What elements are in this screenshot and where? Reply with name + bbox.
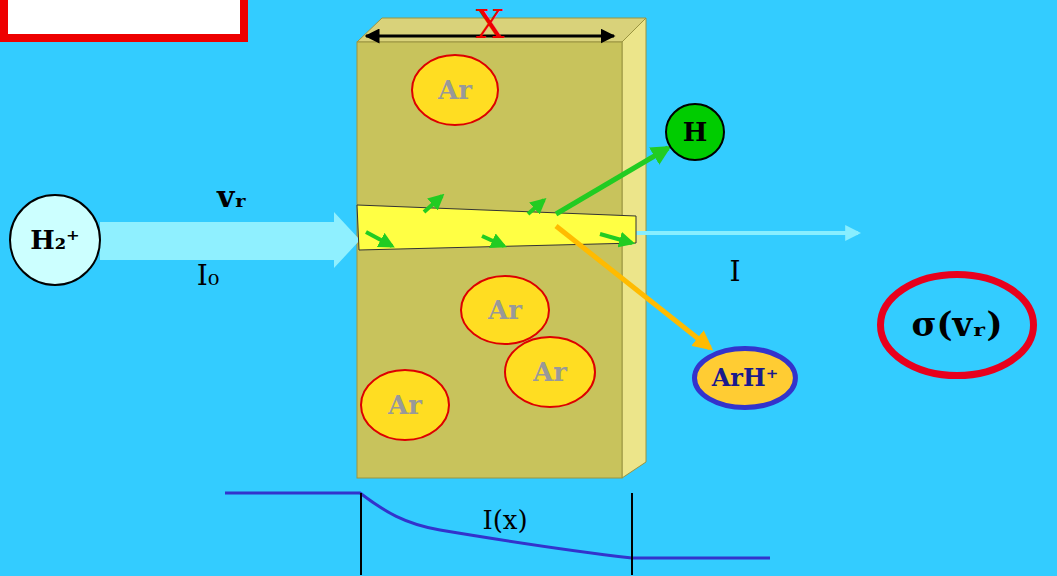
slab-side bbox=[622, 18, 646, 478]
slab-end-tick bbox=[631, 493, 633, 575]
argon-atom: Ar bbox=[411, 54, 499, 126]
scatter-arrows bbox=[366, 196, 632, 246]
node-ellipse bbox=[505, 337, 595, 407]
node-text: H₂⁺ bbox=[30, 226, 80, 255]
dimension-label: X bbox=[476, 2, 504, 46]
initial-intensity: I₀ bbox=[197, 261, 219, 292]
node-text: H bbox=[683, 118, 708, 147]
arh-product-arrow bbox=[556, 226, 710, 348]
node-ellipse bbox=[361, 370, 449, 440]
node-ellipse bbox=[461, 276, 549, 344]
node-ellipse bbox=[666, 104, 724, 160]
target-slab bbox=[357, 42, 622, 478]
velocity-label: vᵣ bbox=[217, 180, 247, 213]
argon-atom: Ar bbox=[360, 369, 450, 441]
final-intensity: I bbox=[729, 257, 740, 288]
node-text: Ar bbox=[388, 391, 422, 420]
ion-circle: H₂⁺ bbox=[9, 194, 101, 286]
slab-start-tick bbox=[360, 493, 362, 575]
node-ellipse bbox=[695, 349, 796, 408]
h-product-arrow bbox=[556, 148, 668, 214]
outgoing-beam bbox=[636, 231, 858, 235]
intensity-profile-label: I(x) bbox=[482, 506, 527, 535]
argon-atom: Ar bbox=[504, 336, 596, 408]
node-text: Ar bbox=[438, 76, 472, 105]
interaction-column bbox=[357, 205, 636, 250]
node-text: ArH⁺ bbox=[712, 365, 779, 391]
node-ellipse bbox=[10, 195, 100, 285]
incoming-beam bbox=[100, 212, 360, 268]
intensity-curve bbox=[225, 493, 770, 558]
node-text: Ar bbox=[488, 296, 522, 325]
node-text: σ(vᵣ) bbox=[911, 306, 1002, 343]
hydrogen-atom: H bbox=[665, 103, 725, 161]
product-ion: ArH⁺ bbox=[692, 346, 798, 410]
node-text: Ar bbox=[533, 358, 567, 387]
node-ellipse bbox=[881, 275, 1034, 376]
title-box bbox=[4, 0, 244, 38]
node-ellipse bbox=[412, 55, 498, 125]
argon-atom: Ar bbox=[460, 275, 550, 345]
cross-section: σ(vᵣ) bbox=[877, 271, 1037, 379]
